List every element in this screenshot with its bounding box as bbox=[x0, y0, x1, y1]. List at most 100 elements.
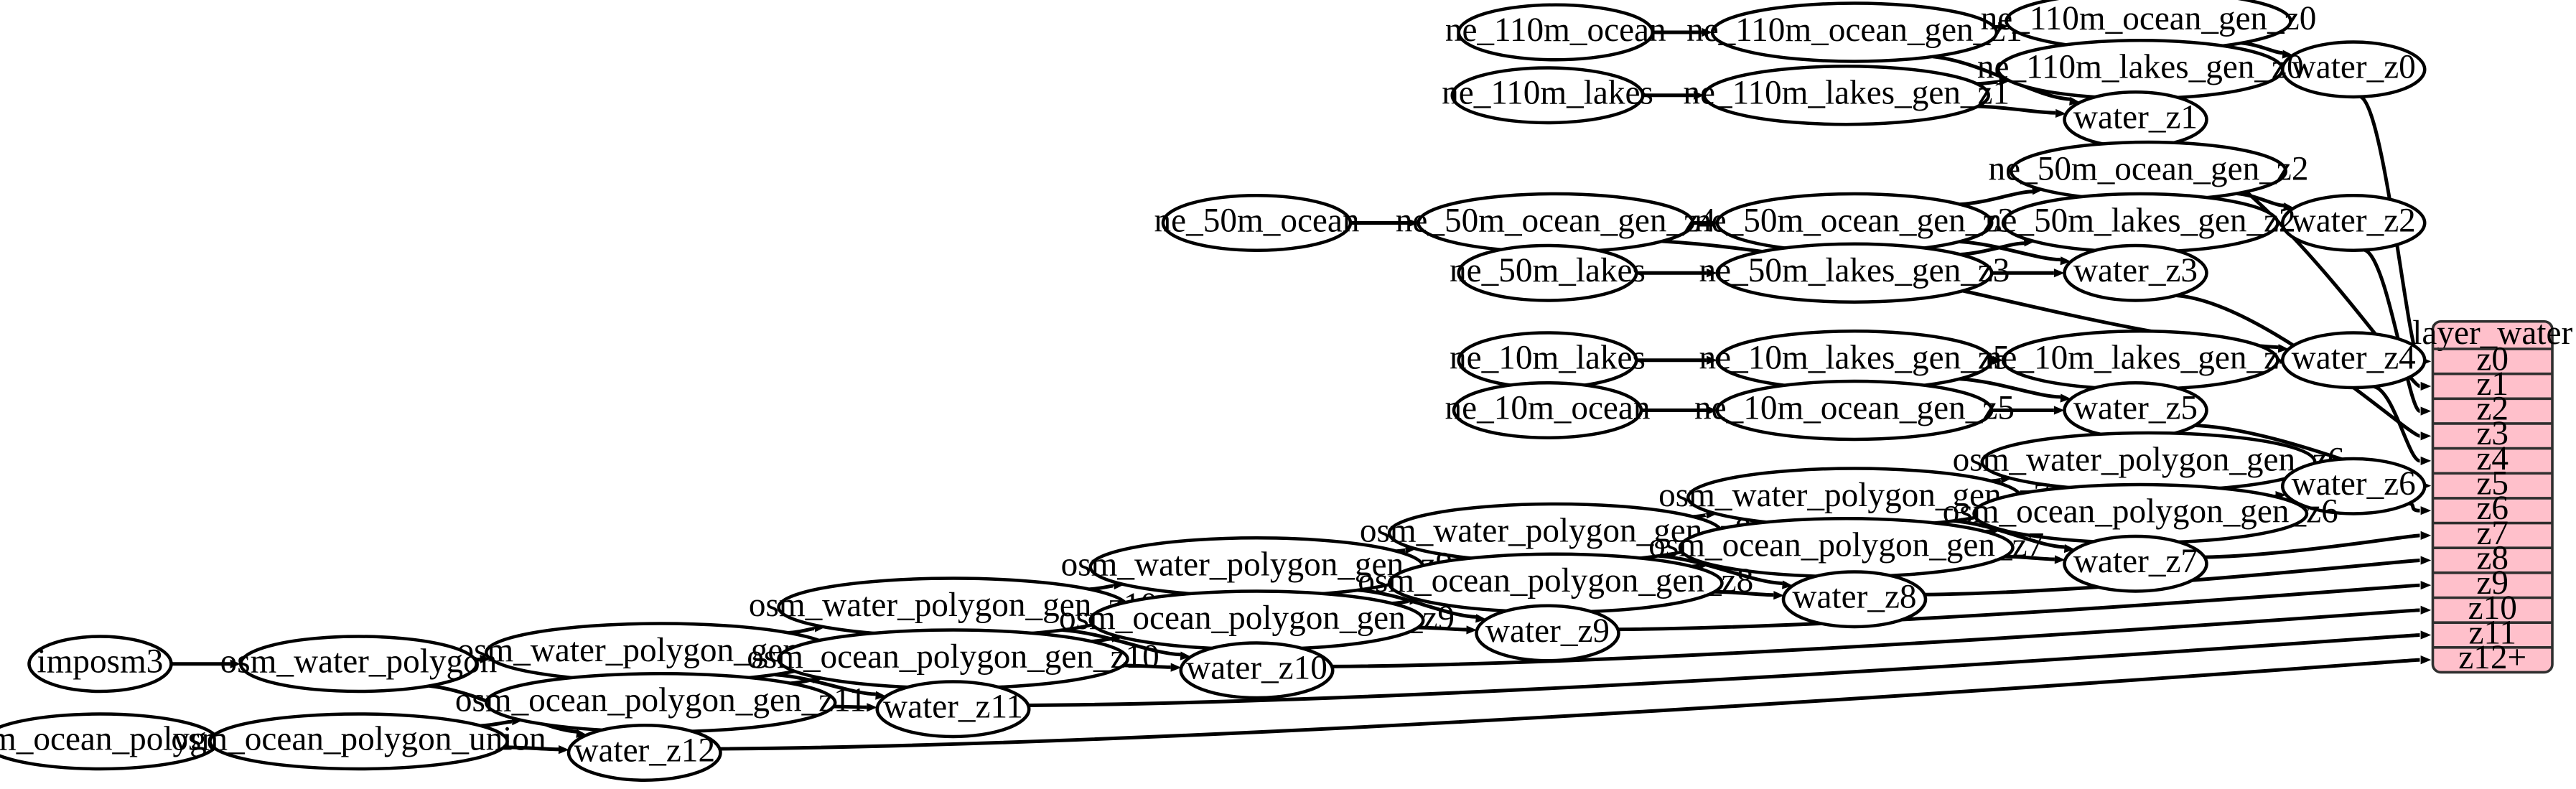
edge-imposm3-to-osm_water_polygon bbox=[171, 659, 241, 668]
table-row-z12+[interactable]: z12+ bbox=[2458, 639, 2526, 676]
edge-ne_50m_ocean_gen_z3-to-water_z3 bbox=[1959, 240, 2071, 266]
node-label: ne_50m_ocean_gen_z2 bbox=[1989, 150, 2309, 187]
node-water_z2[interactable]: water_z2 bbox=[2280, 194, 2427, 253]
node-water_z1[interactable]: water_z1 bbox=[2063, 90, 2208, 149]
node-water_z8[interactable]: water_z8 bbox=[1781, 570, 1928, 629]
node-ne_50m_ocean[interactable]: ne_50m_ocean bbox=[1154, 194, 1360, 253]
edge-path bbox=[503, 745, 559, 752]
node-ne_50m_ocean_gen_z4[interactable]: ne_50m_ocean_gen_z4 bbox=[1396, 192, 1716, 254]
node-ellipse bbox=[2280, 331, 2427, 390]
node-ne_10m_lakes[interactable]: ne_10m_lakes bbox=[1450, 331, 1646, 390]
edge-arrowhead bbox=[1999, 77, 2010, 86]
node-imposm3[interactable]: imposm3 bbox=[27, 635, 173, 694]
node-osm_ocean_polygon[interactable]: osm_ocean_polygon bbox=[0, 712, 241, 771]
table-row-z0[interactable]: z0 bbox=[2476, 340, 2509, 378]
edge-path bbox=[1358, 588, 1477, 619]
node-osm_ocean_polygon_gen_z10[interactable]: osm_ocean_polygon_gen_z10 bbox=[747, 628, 1159, 690]
node-label: osm_ocean_polygon_gen_z10 bbox=[747, 638, 1159, 676]
table-row-z7[interactable]: z7 bbox=[2476, 515, 2509, 552]
edge-arrowhead bbox=[1773, 591, 1784, 600]
node-osm_water_polygon[interactable]: osm_water_polygon bbox=[220, 635, 498, 694]
edge-ne_50m_ocean-to-ne_50m_ocean_gen_z4 bbox=[1350, 218, 1419, 228]
node-ellipse bbox=[1781, 570, 1928, 629]
node-ellipse bbox=[1715, 242, 1994, 304]
node-osm_water_polygon_gen_z8[interactable]: osm_water_polygon_gen_z8 bbox=[1360, 502, 1752, 564]
node-water_z4[interactable]: water_z4 bbox=[2280, 331, 2427, 390]
node-water_z9[interactable]: water_z9 bbox=[1475, 604, 1620, 663]
table-row-z10[interactable]: z10 bbox=[2468, 589, 2517, 627]
node-ne_10m_lakes_gen_z5[interactable]: ne_10m_lakes_gen_z5 bbox=[1699, 330, 2010, 391]
node-ne_50m_ocean_gen_z3[interactable]: ne_50m_ocean_gen_z3 bbox=[1694, 192, 2015, 254]
node-ne_50m_lakes[interactable]: ne_50m_lakes bbox=[1450, 243, 1646, 302]
node-osm_ocean_polygon_union[interactable]: osm_ocean_polygon_union bbox=[171, 712, 546, 771]
node-water_z11[interactable]: water_z11 bbox=[875, 680, 1031, 739]
table-row-z8[interactable]: z8 bbox=[2476, 539, 2509, 576]
node-ellipse bbox=[1179, 641, 1335, 700]
node-water_z10[interactable]: water_z10 bbox=[1179, 641, 1335, 700]
node-water_z3[interactable]: water_z3 bbox=[2063, 243, 2208, 302]
edge-arrowhead bbox=[480, 655, 491, 664]
edge-water_z11-to-layer_water-z11 bbox=[1028, 630, 2432, 707]
node-osm_ocean_polygon_gen_z8[interactable]: osm_ocean_polygon_gen_z8 bbox=[1358, 552, 1753, 615]
table-row-z6[interactable]: z6 bbox=[2476, 490, 2509, 527]
node-ne_50m_ocean_gen_z2[interactable]: ne_50m_ocean_gen_z2 bbox=[1989, 140, 2309, 202]
node-label: osm_ocean_polygon_gen_z9 bbox=[1059, 599, 1455, 637]
table-row-z1[interactable]: z1 bbox=[2476, 365, 2509, 403]
edge-arrowhead bbox=[1998, 22, 2009, 32]
node-water_z7[interactable]: water_z7 bbox=[2063, 534, 2208, 593]
edge-path bbox=[1123, 663, 1171, 669]
node-ne_10m_ocean[interactable]: ne_10m_ocean bbox=[1445, 381, 1651, 440]
edge-arrowhead bbox=[867, 703, 877, 712]
node-ne_10m_ocean_gen_z5[interactable]: ne_10m_ocean_gen_z5 bbox=[1694, 379, 2015, 442]
node-ellipse bbox=[208, 712, 509, 771]
node-water_z5[interactable]: water_z5 bbox=[2063, 381, 2208, 440]
edge-arrowhead bbox=[2420, 456, 2432, 466]
node-ne_110m_ocean[interactable]: ne_110m_ocean bbox=[1445, 3, 1666, 62]
node-ne_110m_lakes_gen_z0[interactable]: ne_110m_lakes_gen_z0 bbox=[1977, 39, 2304, 101]
node-water_z0[interactable]: water_z0 bbox=[2280, 40, 2427, 99]
node-water_z12[interactable]: water_z12 bbox=[566, 724, 722, 783]
node-ne_110m_ocean_gen_z1[interactable]: ne_110m_ocean_gen_z1 bbox=[1686, 1, 2022, 63]
node-ellipse bbox=[1457, 243, 1638, 302]
edge-path bbox=[1618, 583, 2420, 632]
node-ellipse bbox=[1710, 1, 1999, 63]
node-label: water_z8 bbox=[1792, 579, 1916, 616]
node-label: ne_10m_lakes_gen_z5 bbox=[1699, 340, 2010, 377]
edges-layer bbox=[171, 22, 2432, 755]
table-row-z5[interactable]: z5 bbox=[2476, 465, 2509, 503]
node-ne_110m_lakes_gen_z1[interactable]: ne_110m_lakes_gen_z1 bbox=[1683, 65, 2010, 126]
edge-arrowhead bbox=[1407, 218, 1419, 228]
table-row-z11[interactable]: z11 bbox=[2469, 614, 2516, 651]
edge-path bbox=[719, 658, 2420, 751]
edge-arrowhead bbox=[875, 691, 887, 700]
edge-osm_water_polygon_gen_z7-to-water_z7 bbox=[1953, 519, 2075, 554]
node-label: ne_10m_ocean bbox=[1445, 389, 1651, 426]
node-osm_ocean_polygon_gen_z6[interactable]: osm_ocean_polygon_gen_z6 bbox=[1943, 482, 2338, 545]
node-ne_110m_lakes[interactable]: ne_110m_lakes bbox=[1442, 66, 1653, 125]
node-label: osm_ocean_polygon_gen_z7 bbox=[1648, 527, 2044, 564]
node-ne_50m_lakes_gen_z3[interactable]: ne_50m_lakes_gen_z3 bbox=[1699, 242, 2010, 304]
edge-osm_water_polygon_gen_z10-to-water_z10 bbox=[1062, 628, 1191, 660]
node-ellipse bbox=[238, 635, 478, 694]
node-osm_ocean_polygon_gen_z9[interactable]: osm_ocean_polygon_gen_z9 bbox=[1059, 589, 1455, 651]
edge-water_z2-to-layer_water-z2 bbox=[2363, 248, 2432, 416]
edge-arrowhead bbox=[2282, 50, 2293, 59]
edge-arrowhead bbox=[2053, 269, 2065, 278]
node-label: osm_water_polygon_gen_z9 bbox=[1061, 546, 1453, 584]
table-row-z3[interactable]: z3 bbox=[2476, 415, 2509, 452]
table-row-z2[interactable]: z2 bbox=[2476, 391, 2509, 428]
node-label: imposm3 bbox=[37, 643, 164, 681]
node-osm_water_polygon_gen_z6[interactable]: osm_water_polygon_gen_z6 bbox=[1953, 431, 2345, 493]
node-ellipse bbox=[1452, 381, 1643, 440]
edge-arrowhead bbox=[558, 745, 569, 755]
edge-arrowhead bbox=[1475, 614, 1487, 623]
node-ne_50m_lakes_gen_z2[interactable]: ne_50m_lakes_gen_z2 bbox=[1985, 192, 2296, 254]
node-ne_10m_lakes_gen_z4[interactable]: ne_10m_lakes_gen_z4 bbox=[1985, 330, 2296, 391]
table-row-z4[interactable]: z4 bbox=[2476, 440, 2509, 477]
edge-arrowhead bbox=[1702, 27, 1712, 37]
node-water_z6[interactable]: water_z6 bbox=[2280, 457, 2427, 515]
node-osm_ocean_polygon_gen_z7[interactable]: osm_ocean_polygon_gen_z7 bbox=[1648, 517, 2044, 579]
node-osm_water_polygon_gen_z9[interactable]: osm_water_polygon_gen_z9 bbox=[1061, 536, 1453, 598]
table-row-z9[interactable]: z9 bbox=[2476, 564, 2509, 602]
node-osm_ocean_polygon_gen_z11[interactable]: osm_ocean_polygon_gen_z11 bbox=[455, 672, 867, 734]
